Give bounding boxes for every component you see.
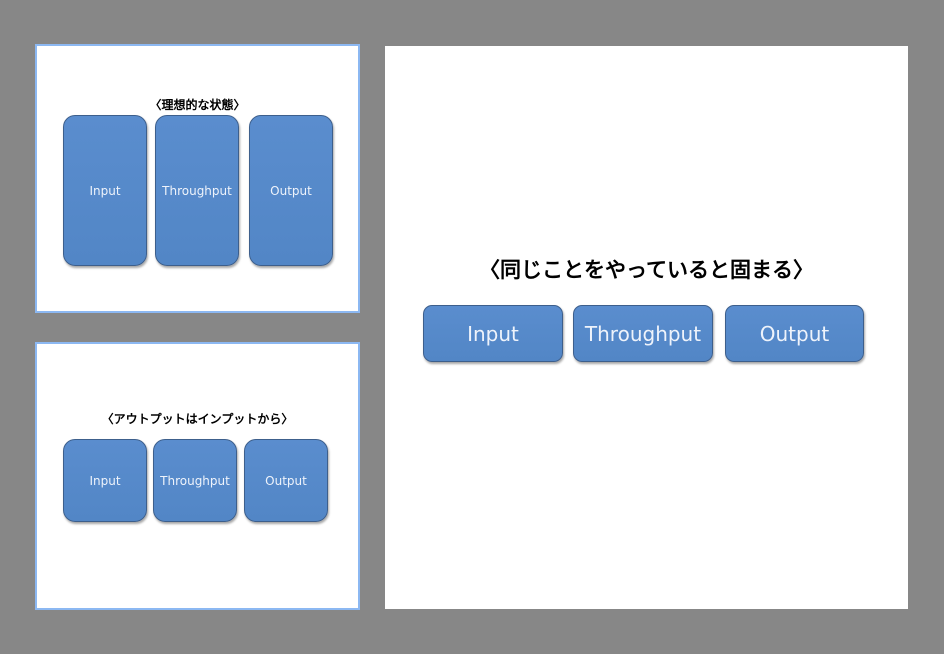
output-box: Output: [725, 305, 864, 362]
throughput-box: Throughput: [153, 439, 237, 522]
slide-thumbnail-1[interactable]: 〈理想的な状態〉 Input Throughput Output: [35, 44, 360, 313]
slide-title: 〈同じことをやっていると固まる〉: [479, 258, 814, 282]
output-box: Output: [249, 115, 333, 266]
input-box: Input: [63, 439, 147, 522]
throughput-box: Throughput: [155, 115, 239, 266]
slide-title: 〈アウトプットはインプットから〉: [101, 412, 294, 426]
input-box: Input: [63, 115, 147, 266]
slide-title: 〈理想的な状態〉: [149, 98, 246, 112]
throughput-box: Throughput: [573, 305, 713, 362]
slide-thumbnail-2[interactable]: 〈アウトプットはインプットから〉 Input Throughput Output: [35, 342, 360, 610]
output-box: Output: [244, 439, 328, 522]
main-slide: 〈同じことをやっていると固まる〉 Input Throughput Output: [385, 46, 908, 609]
input-box: Input: [423, 305, 563, 362]
